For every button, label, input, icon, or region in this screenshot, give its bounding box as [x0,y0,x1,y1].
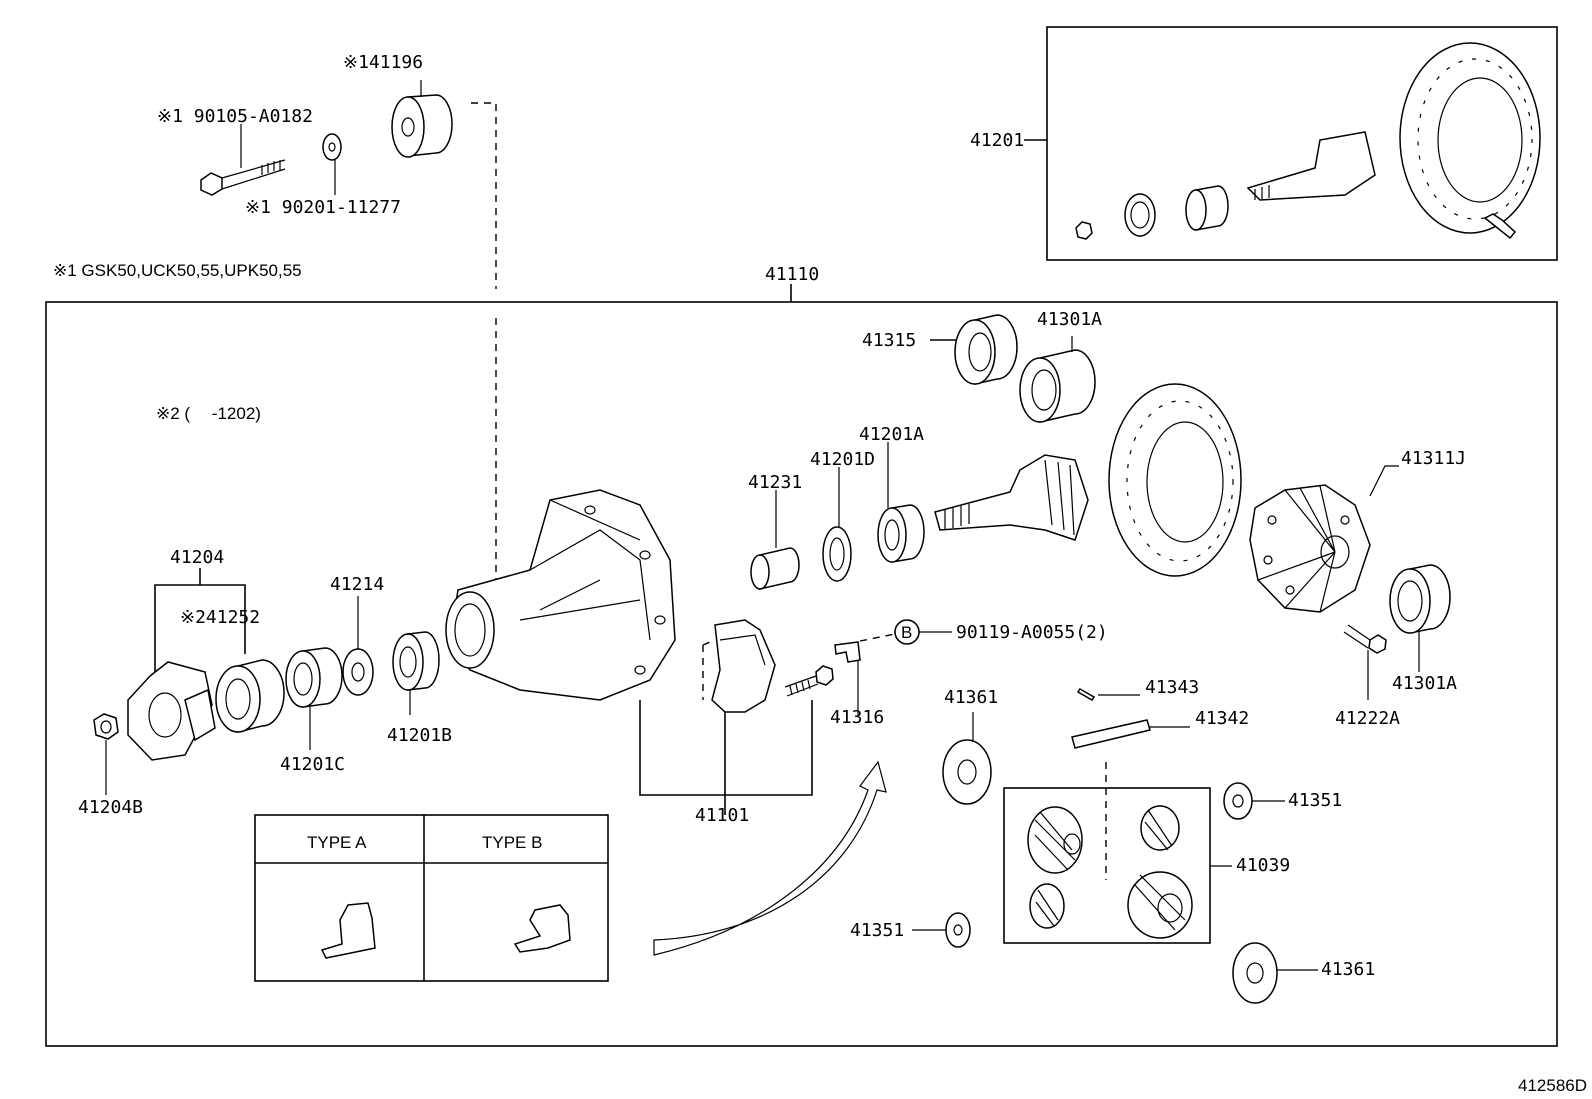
label-41361-bottom: 41361 [1321,959,1375,980]
side-gear-icon [1027,806,1083,874]
label-41231: 41231 [748,472,802,493]
dust-deflector-icon [215,659,285,733]
damper-mount-dashline [471,102,497,289]
oil-seal-icon [285,647,343,708]
label-41201D: 41201D [810,449,875,470]
label-41342: 41342 [1195,708,1249,729]
thrust-washer-bottom-icon [945,912,971,948]
label-41343: 41343 [1145,677,1199,698]
ring-gear-icon [1108,383,1242,577]
label-41196: ※141196 [343,52,423,73]
rear-bearing-icon [877,504,925,563]
label-41315: 41315 [862,330,916,351]
label-41351-bottom: 41351 [850,920,904,941]
ring-gear-bolt-icon [1343,624,1387,654]
label-41311J: 41311J [1401,448,1466,469]
pinion-spacer-icon [750,547,800,590]
label-41301A-right: 41301A [1392,673,1457,694]
spacer-washer-icon [342,648,374,696]
bolt-icon [200,159,286,196]
lock-type-table [254,814,609,982]
type-b-label: TYPE B [482,833,542,852]
label-41351-right: 41351 [1288,790,1342,811]
pinion-shaft-icon [1071,719,1151,749]
label-41214: 41214 [330,574,384,595]
note-date-range: ※2 ( -1202) [156,404,261,423]
ring-gear-kit-icon [1075,42,1541,240]
shim-washer-icon [822,526,852,582]
label-41252: ※241252 [180,607,260,628]
pinion-gear-lower-icon [1029,883,1065,929]
differential-carrier-icon [445,489,676,701]
label-41222A: 41222A [1335,708,1400,729]
label-41301A-top: 41301A [1037,309,1102,330]
label-41204B: 41204B [78,797,143,818]
side-bearing-seal-icon [954,314,1018,385]
label-90119-A0055: 90119-A0055(2) [956,622,1108,643]
differential-case-icon [1249,484,1371,613]
thrust-washer-right-icon [1223,782,1253,820]
washer-icon [322,133,342,161]
pin-icon [1076,688,1096,701]
note-applicability: ※1 GSK50,UCK50,55,UPK50,55 [53,261,302,280]
nut-icon [93,713,119,740]
label-41101: 41101 [695,805,749,826]
label-90201-11277: ※1 90201-11277 [245,197,401,218]
label-41201: 41201 [970,130,1024,151]
cap-bolt-icon [784,665,834,697]
drive-pinion-icon [934,454,1089,541]
label-41201C: 41201C [280,754,345,775]
flow-arrow [653,760,887,956]
front-bearing-icon [392,631,440,691]
label-41316: 41316 [830,707,884,728]
pinion-gear-icon [1140,805,1180,851]
side-gear-lower-icon [1127,871,1193,939]
label-41110: 41110 [765,264,819,285]
bearing-cap-icon [711,619,776,713]
adjusting-nut-lock-icon [834,641,861,663]
type-a-label: TYPE A [307,833,367,852]
side-bearing-right-icon [1389,564,1451,634]
companion-flange-icon [127,661,216,761]
type-a-lock-icon [320,902,376,959]
figure-id: 412586D [1518,1076,1587,1095]
thrust-washer-top-icon [942,739,992,805]
label-41039: 41039 [1236,855,1290,876]
callout-b-letter: B [901,623,912,642]
label-41201A: 41201A [859,424,924,445]
side-bearing-top-icon [1019,349,1096,423]
dynamic-damper-icon [391,94,453,158]
thrust-washer-lower-right-icon [1232,942,1278,1004]
ring-pinion-kit-frame [1046,26,1558,261]
type-b-lock-icon [513,904,571,953]
label-41361-top: 41361 [944,687,998,708]
label-41201B: 41201B [387,725,452,746]
label-41204: 41204 [170,547,224,568]
main-assembly-frame [45,301,1558,1047]
label-90105-A0182: ※1 90105-A0182 [157,106,313,127]
